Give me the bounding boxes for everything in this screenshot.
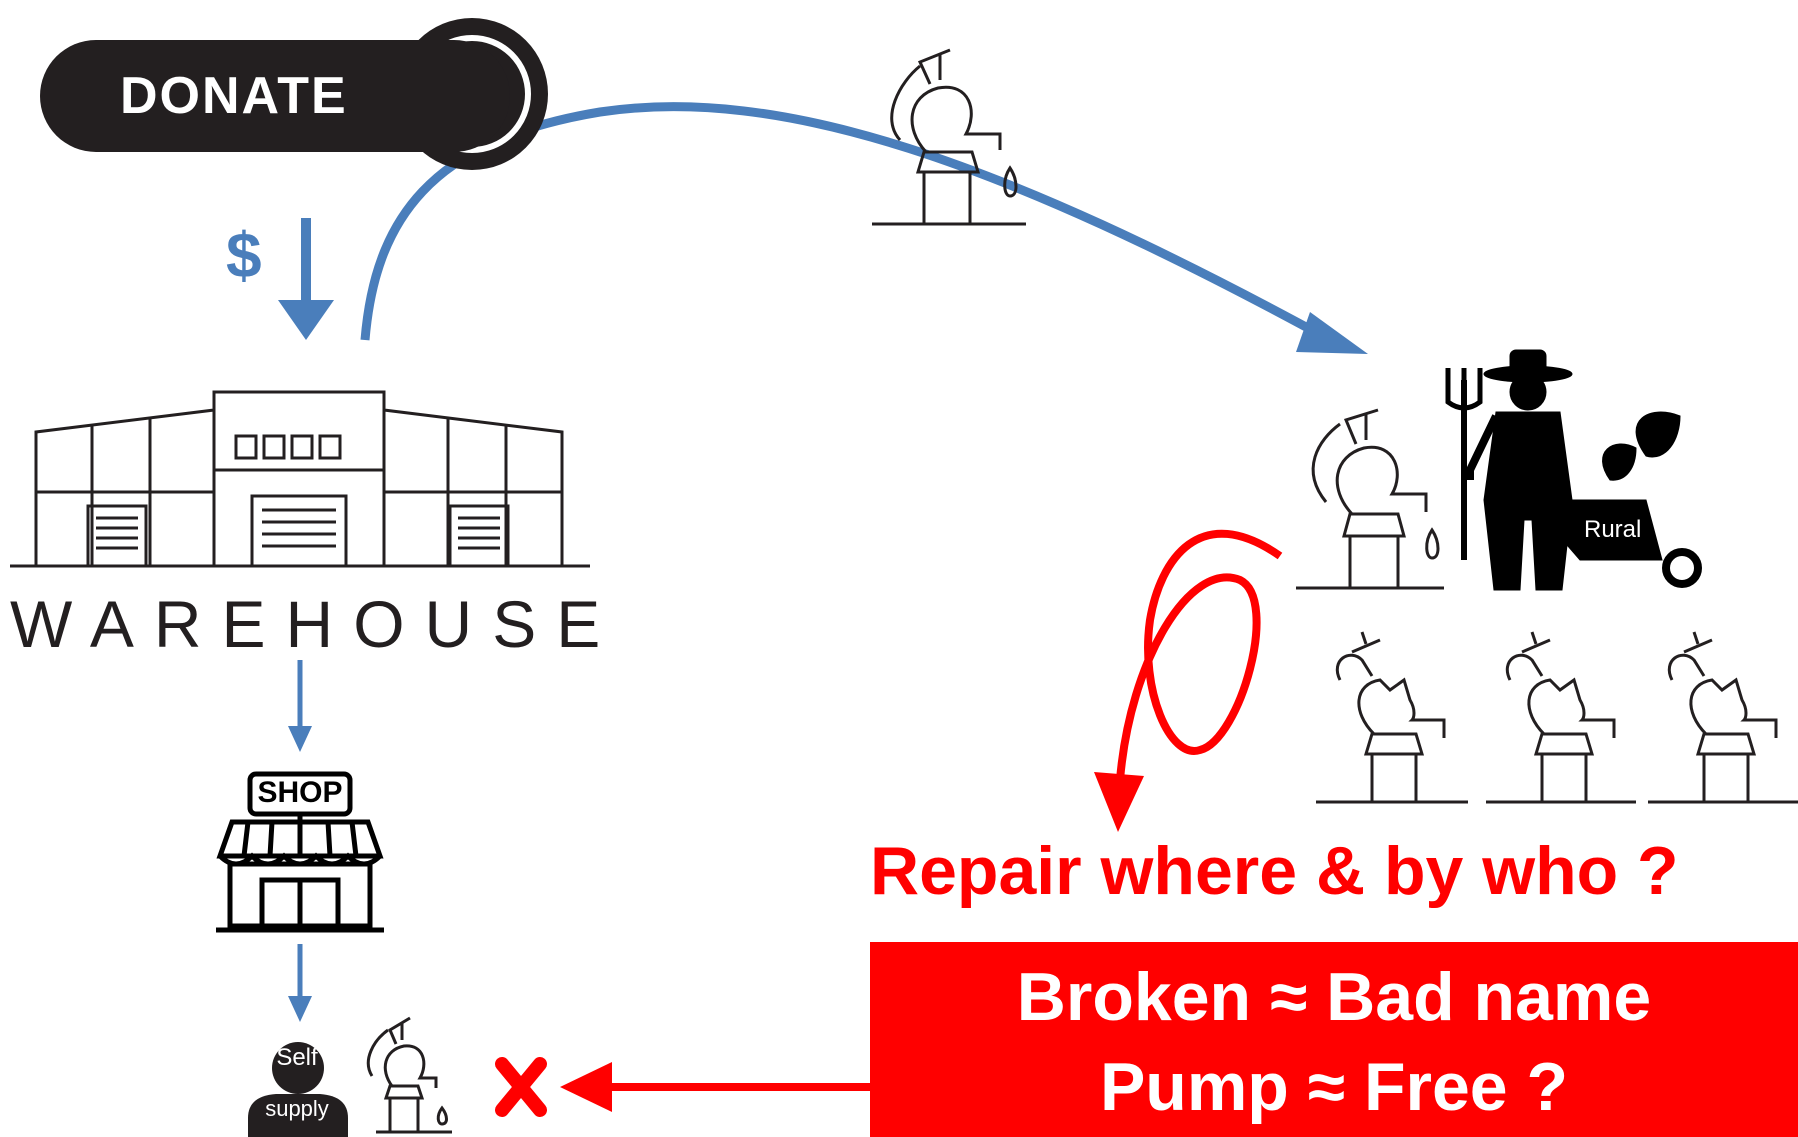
hand-pump-icon: [368, 1018, 452, 1132]
hand-pump-icon: [872, 50, 1026, 224]
repair-question: Repair where & by who ?: [870, 832, 1679, 910]
broken-pump-icon: [1316, 632, 1468, 802]
broken-box-line-1: Broken ≈ Bad name: [870, 958, 1798, 1036]
shop-to-self-arrowhead: [288, 996, 312, 1022]
farmer-icon: [1448, 350, 1698, 590]
money-arrowhead: [278, 300, 334, 340]
cross-icon: [502, 1064, 540, 1110]
hand-pump-icon: [1296, 410, 1444, 588]
self-supply-label-top: Self: [270, 1044, 324, 1072]
broken-pump-icon: [1486, 632, 1636, 802]
problem-arrowhead: [560, 1062, 612, 1112]
dollar-label: $: [226, 218, 262, 292]
repair-loop-arrow: [1120, 534, 1280, 780]
rural-label: Rural: [1584, 516, 1641, 544]
warehouse-label: WAREHOUSE: [10, 586, 620, 662]
repair-loop-arrowhead: [1094, 772, 1144, 832]
warehouse-to-shop-arrowhead: [288, 726, 312, 752]
broken-pump-icon: [1648, 632, 1798, 802]
shop-sign-label: SHOP: [250, 776, 350, 810]
warehouse-icon: [10, 392, 590, 566]
donation-flow-arrowhead: [1296, 312, 1368, 354]
self-supply-label-bottom: supply: [248, 1096, 346, 1122]
donate-button-label: DONATE: [120, 66, 348, 126]
broken-box-line-2: Pump ≈ Free ?: [870, 1048, 1798, 1126]
